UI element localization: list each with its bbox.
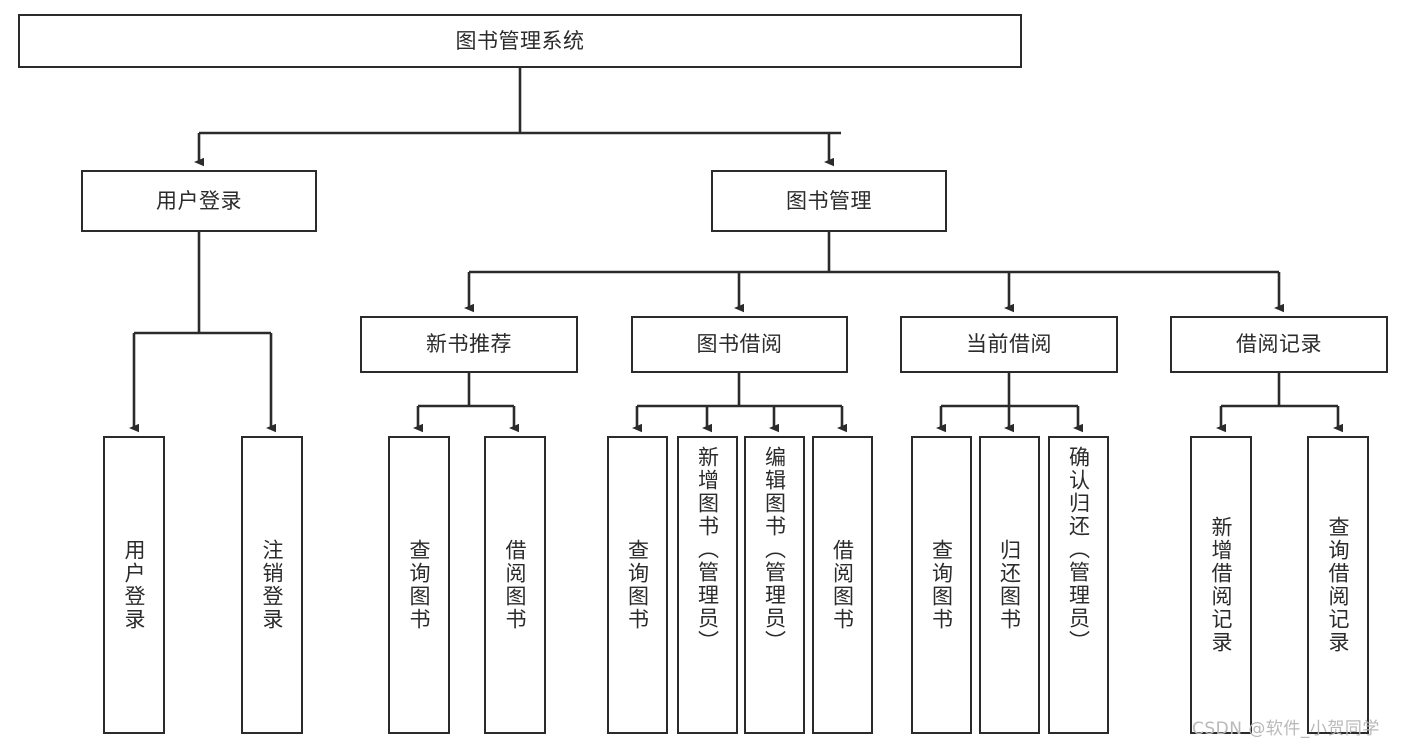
leaf-user-login-login[interactable]: 用户登录: [103, 436, 165, 734]
leaf-book-borrow-borrow[interactable]: 借阅图书: [812, 436, 873, 734]
leaf-current-borrow-query-label: 查询图书: [929, 539, 954, 631]
node-root[interactable]: 图书管理系统: [18, 14, 1022, 68]
leaf-book-borrow-query[interactable]: 查询图书: [607, 436, 668, 734]
leaf-user-login-login-label: 用户登录: [122, 539, 147, 631]
leaf-current-borrow-confirm-label: 确认归还（管理员）: [1066, 446, 1091, 653]
leaf-borrow-record-add-label: 新增借阅记录: [1209, 516, 1234, 654]
leaf-current-borrow-confirm[interactable]: 确认归还（管理员）: [1048, 436, 1109, 734]
leaf-book-borrow-query-label: 查询图书: [625, 539, 650, 631]
leaf-borrow-record-query-label: 查询借阅记录: [1326, 516, 1351, 654]
leaf-current-borrow-return-label: 归还图书: [997, 539, 1022, 631]
leaf-book-borrow-add[interactable]: 新增图书（管理员）: [677, 436, 738, 734]
node-book-management[interactable]: 图书管理: [711, 170, 947, 232]
node-current-borrow[interactable]: 当前借阅: [900, 316, 1118, 373]
leaf-current-borrow-query[interactable]: 查询图书: [911, 436, 972, 734]
leaf-book-borrow-edit-label: 编辑图书（管理员）: [762, 446, 787, 653]
node-borrow-records[interactable]: 借阅记录: [1170, 316, 1388, 373]
node-book-borrow-label: 图书借阅: [696, 332, 783, 357]
leaf-book-borrow-borrow-label: 借阅图书: [830, 539, 855, 631]
leaf-book-borrow-edit[interactable]: 编辑图书（管理员）: [744, 436, 805, 734]
leaf-current-borrow-return[interactable]: 归还图书: [979, 436, 1040, 734]
node-root-label: 图书管理系统: [455, 28, 585, 53]
leaf-book-borrow-add-label: 新增图书（管理员）: [695, 446, 720, 653]
leaf-borrow-record-query[interactable]: 查询借阅记录: [1307, 436, 1369, 734]
node-new-book-recommend[interactable]: 新书推荐: [360, 316, 578, 373]
leaf-user-login-logout-label: 注销登录: [260, 539, 285, 631]
leaf-new-book-query-label: 查询图书: [407, 539, 432, 631]
leaf-new-book-borrow-label: 借阅图书: [503, 539, 528, 631]
csdn-watermark: CSDN @软件_小贺同学: [1192, 719, 1380, 739]
leaf-new-book-query[interactable]: 查询图书: [388, 436, 450, 734]
leaf-borrow-record-add[interactable]: 新增借阅记录: [1190, 436, 1252, 734]
leaf-user-login-logout[interactable]: 注销登录: [241, 436, 303, 734]
node-new-book-recommend-label: 新书推荐: [426, 332, 512, 357]
node-current-borrow-label: 当前借阅: [966, 332, 1052, 357]
node-book-management-label: 图书管理: [786, 188, 872, 213]
node-book-borrow[interactable]: 图书借阅: [631, 316, 848, 373]
node-user-login-label: 用户登录: [156, 188, 242, 213]
leaf-new-book-borrow[interactable]: 借阅图书: [484, 436, 546, 734]
node-borrow-records-label: 借阅记录: [1236, 332, 1322, 357]
node-user-login[interactable]: 用户登录: [81, 170, 317, 232]
